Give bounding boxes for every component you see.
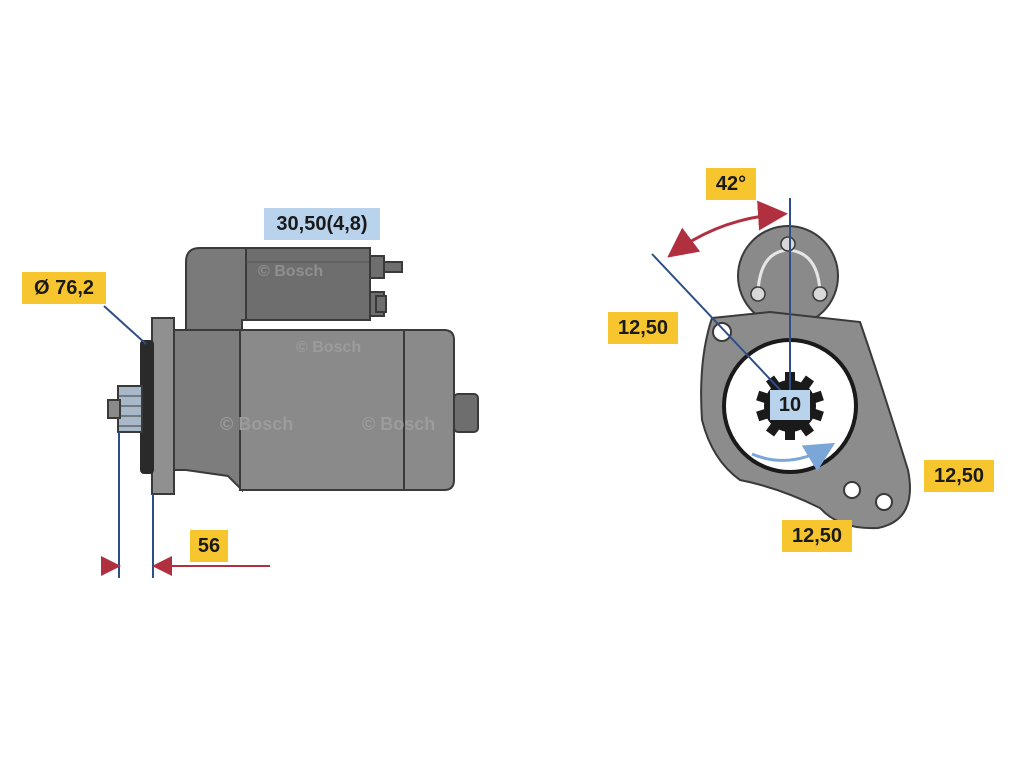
drive-housing [171,329,243,493]
solenoid-terminal-top [369,255,385,279]
bolt-right-label: 12,50 [924,460,994,492]
bolt-left-label: 12,50 [608,312,678,344]
seal-ring [140,340,154,474]
angle-arc [667,200,788,258]
power-label: 30,50(4,8) [264,208,380,240]
diameter-label: Ø 76,2 [22,272,106,304]
front-view [651,198,911,530]
rear-boss [453,393,479,433]
angle-label: 42° [706,168,756,200]
watermark-1: © Bosch [258,263,323,280]
bolt-hole-bottom-2 [875,493,893,511]
teeth-label: 10 [770,390,810,420]
watermark-2: © Bosch [296,339,361,356]
motor-body [239,329,405,491]
flange-distance-label: 56 [190,530,228,562]
mounting-flange [151,317,175,495]
watermark-4: © Bosch [362,414,435,434]
side-view: © Bosch © Bosch © Bosch © Bosch [101,247,479,578]
end-cap [403,329,455,491]
solenoid [245,247,371,321]
angle-line-diagonal [651,253,785,395]
solenoid-bracket [185,247,251,331]
shaft-tip [107,399,121,419]
bolt-hole-left [712,322,732,342]
rotation-arrow [751,442,836,472]
diameter-leader [103,305,147,345]
watermark-3: © Bosch [220,414,293,434]
pinion [117,385,143,433]
bolt-hole-bottom-1 [843,481,861,499]
bolt-bottom-label: 12,50 [782,520,852,552]
